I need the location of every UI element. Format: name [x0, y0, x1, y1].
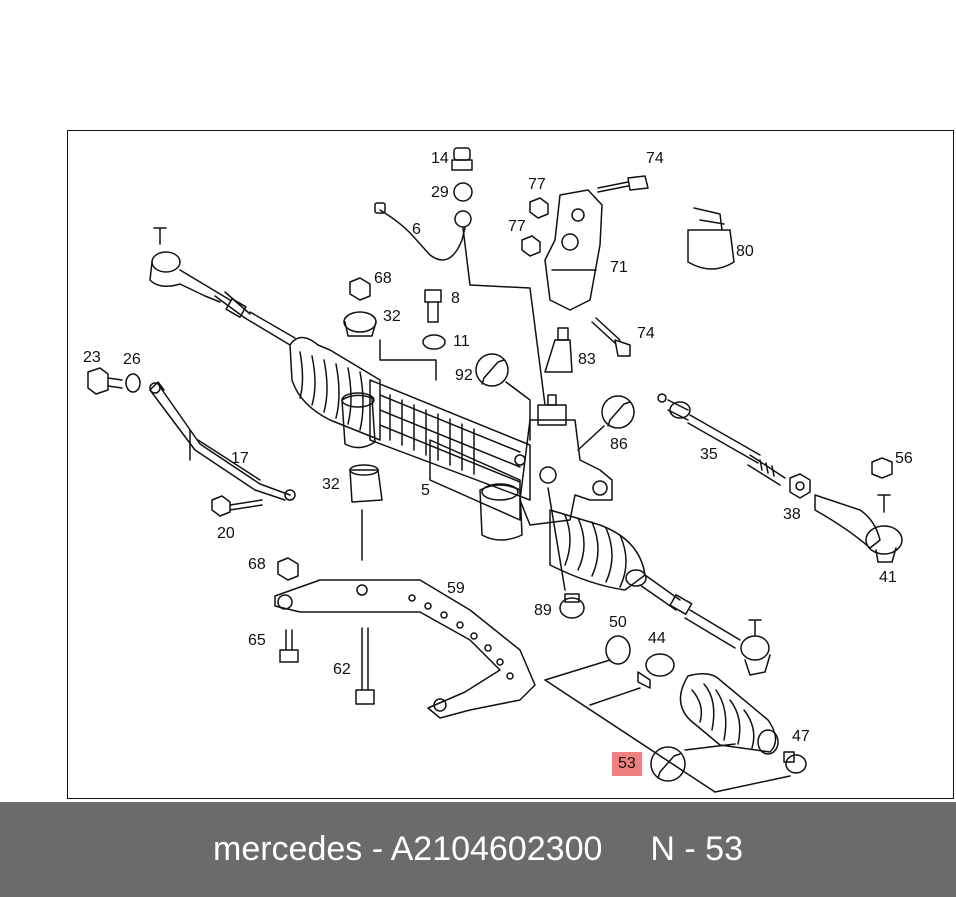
callout-62: 62 — [333, 661, 351, 678]
callout-74: 74 — [637, 325, 655, 342]
callout-14: 14 — [431, 150, 449, 167]
callout-38: 38 — [783, 506, 801, 523]
nut-56 — [871, 457, 893, 479]
callout-68: 68 — [374, 270, 392, 287]
nut-38 — [789, 473, 811, 499]
callout-5: 5 — [421, 482, 430, 499]
callout-56: 56 — [895, 450, 913, 467]
callout-32: 32 — [383, 308, 401, 325]
callout-68: 68 — [248, 556, 266, 573]
callout-89: 89 — [534, 602, 552, 619]
boot-53 — [679, 673, 779, 755]
bracket-71 — [544, 189, 603, 311]
diagram-frame — [67, 130, 954, 799]
callout-44: 44 — [648, 630, 666, 647]
callout-86: 86 — [610, 436, 628, 453]
wrench-symbol-86 — [577, 395, 635, 451]
callout-59: 59 — [447, 580, 465, 597]
inner-tie-rod — [657, 393, 786, 486]
footer-caption-bar: mercedes - A2104602300 N - 53 — [0, 802, 956, 897]
callout-20: 20 — [217, 525, 235, 542]
callout-6: 6 — [412, 221, 421, 238]
right-tie-rod — [639, 574, 771, 676]
callout-41: 41 — [879, 569, 897, 586]
callout-83: 83 — [578, 351, 596, 368]
callout-77: 77 — [528, 176, 546, 193]
callout-8: 8 — [451, 290, 460, 307]
crossmember-59 — [274, 579, 536, 719]
callout-71: 71 — [610, 259, 628, 276]
callout-35: 35 — [700, 446, 718, 463]
rack-housing — [341, 379, 531, 541]
valve-body — [514, 394, 613, 526]
right-rack-boot — [549, 509, 647, 591]
callout-32: 32 — [322, 476, 340, 493]
part-number-text: mercedes - A2104602300 — [213, 830, 603, 868]
callout-50: 50 — [609, 614, 627, 631]
part-14 — [451, 147, 473, 171]
callout-74: 74 — [646, 150, 664, 167]
callout-92: 92 — [455, 367, 473, 384]
left-rack-boot — [289, 336, 381, 441]
wrench-symbol-53 — [650, 746, 686, 782]
callout-17: 17 — [231, 450, 249, 467]
callout-11: 11 — [453, 333, 470, 350]
callout-80: 80 — [736, 243, 754, 260]
outer-tie-rod-end — [814, 494, 903, 563]
callout-65: 65 — [248, 632, 266, 649]
part-80 — [687, 207, 735, 270]
callout-29: 29 — [431, 184, 449, 201]
wrench-symbol-92 — [475, 353, 531, 441]
callout-26: 26 — [123, 351, 141, 368]
callout-23: 23 — [83, 349, 101, 366]
left-tie-rod-end — [149, 227, 296, 346]
callout-77: 77 — [508, 218, 526, 235]
callout-53-highlighted: 53 — [612, 752, 642, 776]
reference-number-text: N - 53 — [650, 830, 743, 868]
callout-47: 47 — [792, 728, 810, 745]
